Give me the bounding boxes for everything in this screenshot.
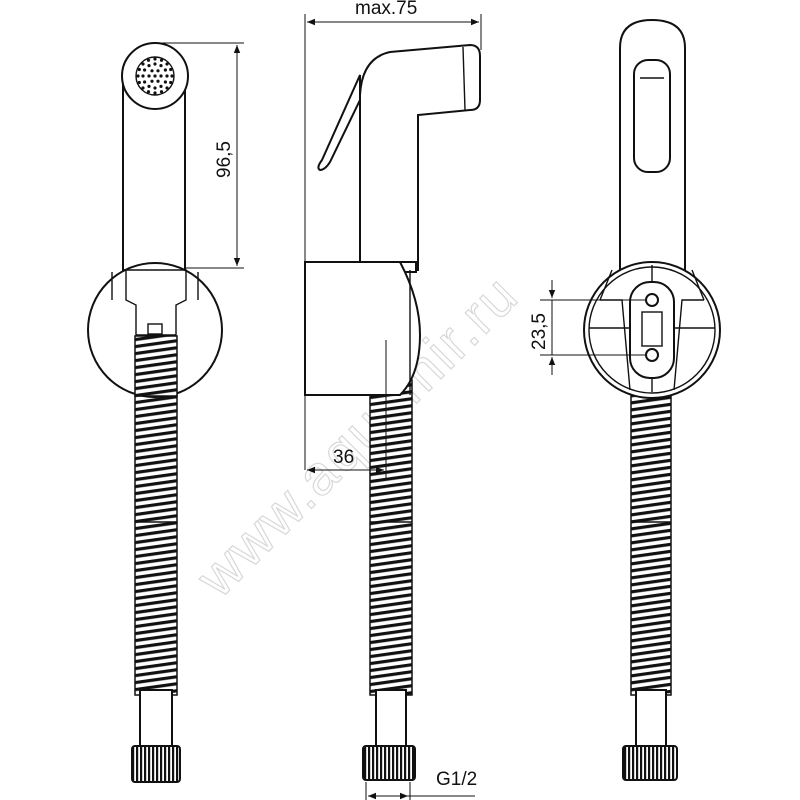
back-view: 23,5 [529,18,721,781]
side-holder [304,261,422,396]
front-nut [131,745,181,783]
front-view: 96,5 [87,42,244,783]
nozzle-hole [147,74,151,78]
nozzle-hole [147,64,151,68]
nozzle-hole [156,79,160,83]
nozzle-hole [163,80,167,84]
nozzle-hole [136,74,140,78]
nozzle-hole [170,74,174,78]
nozzle-hole [153,86,157,90]
nozzle-hole [159,58,164,62]
width-dimension-label: max.75 [355,0,417,19]
nozzle-hole [159,90,164,94]
nozzle-hole [143,68,147,72]
nozzle-hole [147,84,151,88]
nozzle-hole [159,74,163,78]
side-nut [362,745,416,781]
nozzle-hole [141,74,145,78]
nozzle-hole [146,90,151,94]
back-hose [630,379,672,696]
nozzle-hole [153,91,157,95]
nozzle-hole [165,62,169,66]
nozzle-hole [137,67,141,72]
nozzle-hole [141,62,145,66]
nozzle-hole [169,67,173,72]
front-hose-top [134,335,178,397]
back-slot [633,59,671,173]
nozzle-hole [159,64,163,68]
nozzle-hole [169,80,173,85]
nozzle-hole [159,84,163,88]
height-dimension-label: 96,5 [214,141,235,178]
nozzle-hole [156,69,160,73]
thread-dimension-label: G1/2 [436,769,477,790]
nozzle-hole [146,58,151,62]
nozzle-hole [153,57,157,61]
nozzle-hole [150,79,154,83]
nozzle-hole [143,80,147,84]
front-holder [87,262,223,398]
mount-spacing-dimension-label: 23,5 [529,313,550,350]
nozzle-hole [153,74,157,78]
nozzle-hole [163,68,167,72]
nozzle-hole [165,86,169,90]
trigger-lever [317,74,361,172]
nozzle-hole [137,80,141,85]
nozzle-hole [141,86,145,90]
nozzle-hole [150,69,154,73]
nozzle-hole [165,74,169,78]
back-nut [622,745,678,781]
side-view: max.75 36 G1/2 [304,0,482,800]
nozzle-hole [153,62,157,66]
depth-dimension-label: 36 [333,447,354,468]
spray-head [359,43,481,271]
side-hose [369,379,413,696]
